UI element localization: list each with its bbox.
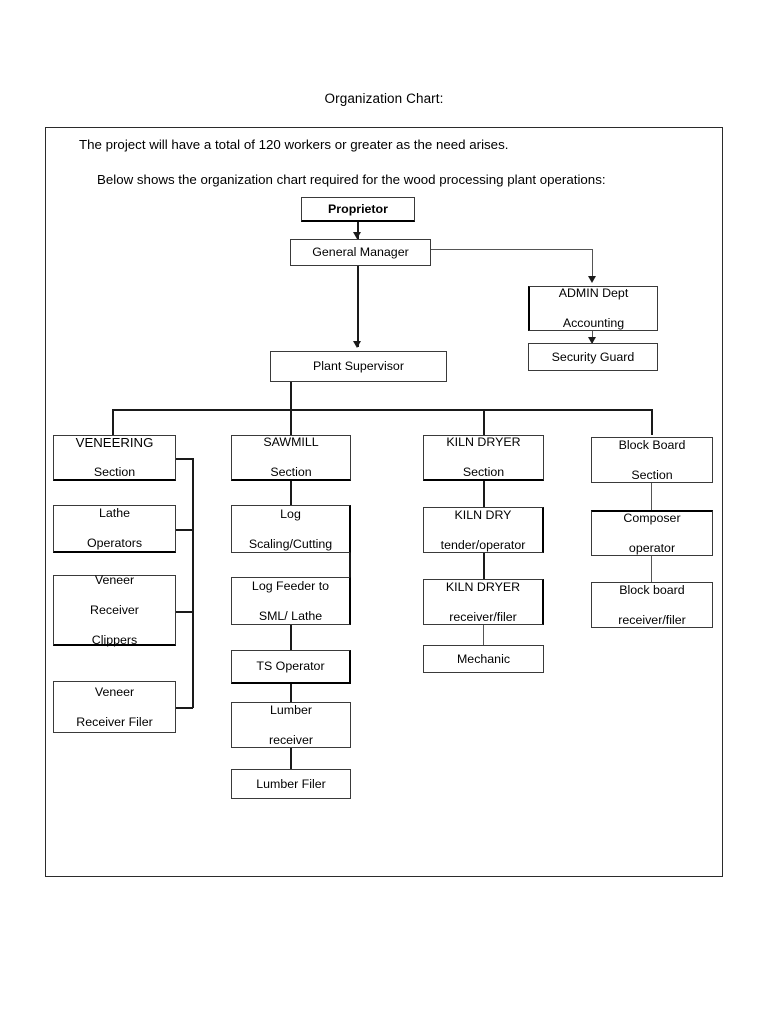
chart-frame (45, 127, 723, 877)
edge-log-scaling-to-log-feeder (349, 553, 351, 577)
arrowhead-security-guard (588, 337, 596, 344)
veneering-stub-clippers (176, 611, 193, 613)
node-plant-supervisor[interactable]: Plant Supervisor (270, 351, 447, 382)
node-block-board-receiver-label-line2: receiver/filer (618, 612, 686, 627)
edge-bus-to-block-board (651, 409, 653, 435)
node-lumber-receiver[interactable]: Lumber receiver (231, 702, 351, 748)
edge-lumber-receiver-to-lumber-filer (290, 748, 292, 769)
node-kiln-dry-tender-label-line2: tender/operator (440, 537, 526, 552)
node-block-board-section-label-line1: Block Board (618, 437, 686, 452)
node-admin-dept[interactable]: ADMIN Dept Accounting (528, 286, 658, 331)
section-branch-bus (112, 409, 653, 411)
node-log-scaling-cutting-label-line2: Scaling/Cutting (248, 536, 333, 551)
edge-kiln-tender-to-receiver (483, 553, 485, 579)
node-mechanic-label: Mechanic (456, 651, 511, 666)
edge-bus-to-veneering (112, 409, 114, 435)
edge-kiln-receiver-to-mechanic (483, 625, 485, 645)
node-veneer-receiver-clippers-label-line2: Receiver (90, 602, 139, 617)
node-ts-operator[interactable]: TS Operator (231, 650, 351, 684)
node-proprietor[interactable]: Proprietor (301, 197, 415, 222)
node-kiln-dry-tender[interactable]: KILN DRY tender/operator (423, 507, 544, 553)
veneering-stub-lathe (176, 529, 193, 531)
edge-composer-to-receiver (651, 556, 653, 582)
node-veneer-receiver-filer-label-line2: Receiver Filer (76, 714, 153, 729)
node-lumber-filer[interactable]: Lumber Filer (231, 769, 351, 799)
node-kiln-dryer-section-label-line1: KILN DRYER (446, 435, 521, 449)
node-block-board-section-label-line2: Section (631, 467, 673, 482)
node-lumber-receiver-label-line2: receiver (268, 732, 314, 747)
node-log-scaling-cutting[interactable]: Log Scaling/Cutting (231, 505, 351, 553)
edge-gm-to-plant-supervisor (357, 266, 359, 347)
node-sawmill-section-label-line1: SAWMILL (263, 435, 319, 449)
node-lathe-operators-label-line1: Lathe (98, 506, 130, 520)
node-kiln-dryer-receiver-label-line1: KILN DRYER (445, 579, 521, 594)
edge-bus-to-sawmill (290, 409, 292, 435)
node-veneer-receiver-filer[interactable]: Veneer Receiver Filer (53, 681, 176, 733)
node-general-manager[interactable]: General Manager (290, 239, 431, 266)
node-admin-dept-label-line1: ADMIN Dept (558, 286, 629, 300)
node-security-guard-label: Security Guard (551, 349, 635, 364)
node-sawmill-section-label-line2: Section (270, 465, 312, 479)
node-veneer-receiver-filer-label-line1: Veneer (94, 684, 135, 699)
node-mechanic[interactable]: Mechanic (423, 645, 544, 673)
edge-kiln-section-to-tender (483, 481, 485, 508)
node-kiln-dryer-receiver[interactable]: KILN DRYER receiver/filer (423, 579, 544, 625)
edge-plant-supervisor-drop (290, 382, 292, 411)
edge-block-board-to-composer (651, 483, 653, 510)
node-kiln-dryer-section[interactable]: KILN DRYER Section (423, 435, 544, 481)
edge-bus-to-kiln-dryer (483, 409, 485, 435)
node-block-board-receiver-label-line1: Block board (619, 582, 685, 597)
node-veneering-section-label-line1: VENEERING (75, 435, 154, 450)
veneering-stub-section (176, 458, 193, 460)
node-kiln-dry-tender-label-line1: KILN DRY (454, 507, 512, 522)
arrowhead-general-manager (353, 232, 361, 239)
node-kiln-dryer-section-label-line2: Section (462, 465, 505, 479)
arrowhead-plant-supervisor (353, 341, 361, 348)
node-veneer-receiver-clippers-label-line1: Veneer (94, 572, 135, 587)
node-block-board-receiver[interactable]: Block board receiver/filer (591, 582, 713, 628)
node-kiln-dryer-receiver-label-line2: receiver/filer (449, 609, 517, 624)
node-veneer-receiver-clippers[interactable]: Veneer Receiver Clippers (53, 572, 176, 647)
node-admin-dept-label-line2: Accounting (562, 316, 625, 330)
node-sawmill-section[interactable]: SAWMILL Section (231, 435, 351, 481)
node-log-feeder-label-line2: SML/ Lathe (258, 608, 323, 623)
edge-proprietor-to-general-manager (357, 222, 359, 239)
edge-ts-operator-to-lumber-receiver (290, 684, 292, 703)
node-veneer-receiver-clippers-label-line3: Clippers (91, 632, 138, 647)
edge-sawmill-to-log-scaling (290, 481, 292, 505)
node-security-guard[interactable]: Security Guard (528, 343, 658, 371)
node-composer-operator[interactable]: Composer operator (591, 510, 713, 556)
node-log-feeder[interactable]: Log Feeder to SML/ Lathe (231, 577, 351, 625)
node-veneering-section-label-line2: Section (93, 465, 136, 479)
node-log-scaling-cutting-label-line1: Log (280, 506, 301, 521)
page-title: Organization Chart: (324, 91, 444, 106)
node-block-board-section[interactable]: Block Board Section (591, 437, 713, 483)
veneering-stub-filer (176, 707, 193, 709)
node-veneering-section[interactable]: VENEERING Section (53, 435, 176, 481)
edge-gm-to-admin-horizontal (431, 249, 593, 251)
node-log-feeder-label-line1: Log Feeder to (251, 578, 330, 593)
node-ts-operator-label: TS Operator (256, 659, 325, 673)
node-composer-operator-label-line2: operator (628, 541, 676, 555)
edge-gm-to-admin-vertical (592, 249, 594, 281)
intro-paragraph-2: Below shows the organization chart requi… (97, 172, 606, 187)
node-proprietor-label: Proprietor (328, 201, 388, 216)
node-lumber-filer-label: Lumber Filer (256, 776, 326, 791)
intro-paragraph-1: The project will have a total of 120 wor… (79, 137, 509, 152)
node-lathe-operators[interactable]: Lathe Operators (53, 505, 176, 553)
node-composer-operator-label-line1: Composer (623, 511, 681, 525)
node-general-manager-label: General Manager (312, 245, 409, 259)
node-lumber-receiver-label-line1: Lumber (269, 702, 312, 717)
veneering-spine (192, 458, 194, 708)
node-plant-supervisor-label: Plant Supervisor (313, 359, 404, 373)
arrowhead-admin-dept (588, 276, 596, 283)
edge-log-feeder-to-ts-operator (290, 625, 292, 651)
node-lathe-operators-label-line2: Operators (86, 536, 143, 550)
